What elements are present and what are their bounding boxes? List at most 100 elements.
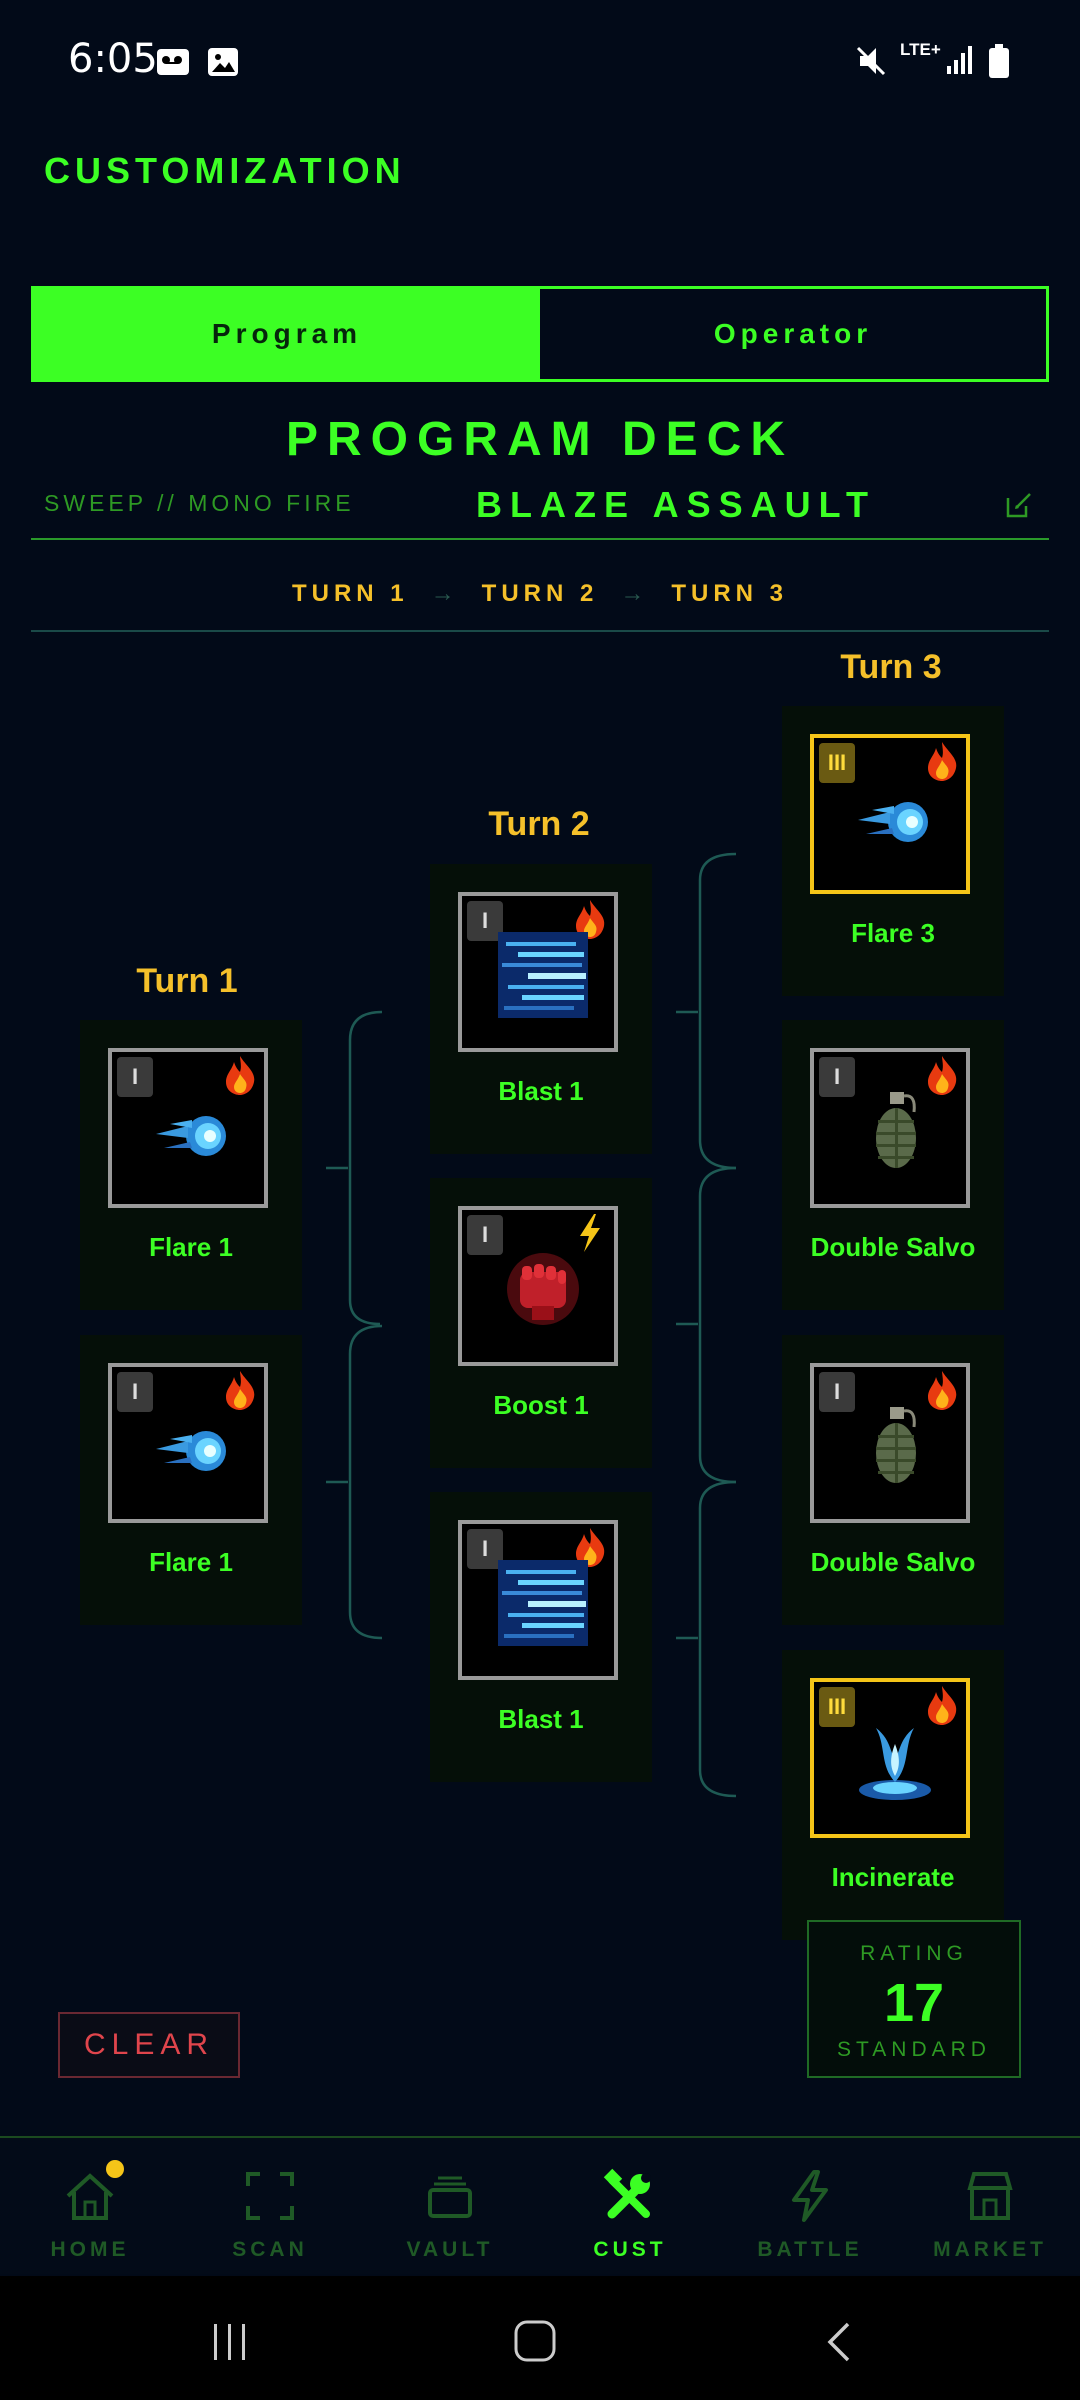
nav-label: VAULT [406,2238,494,2261]
nav-scan[interactable]: SCAN [180,2138,360,2276]
arrow-icon: → [430,580,460,607]
lightning-icon [792,2170,828,2222]
fire-icon [226,1056,255,1095]
tools-icon [603,2168,651,2219]
turn-flow-2: TURN 2 [481,580,599,607]
nav-market[interactable]: MARKET [900,2138,1080,2276]
notification-dot [106,2160,124,2178]
card-frame: I [458,1520,618,1680]
flare-icon [858,802,928,842]
divider [31,630,1049,632]
tab-program[interactable]: Program [34,289,540,379]
recents-icon[interactable] [208,2320,252,2364]
fire-icon [928,742,957,781]
tier-badge: I [819,1372,855,1412]
turn-1-label: Turn 1 [136,962,238,1000]
nav-label: CUST [593,2238,667,2261]
rating-panel: RATING 17 STANDARD [807,1920,1021,2078]
deck-subtitle: SWEEP // MONO FIRE [44,490,355,516]
tier-badge: I [117,1057,153,1097]
tier-badge: III [819,1687,855,1727]
tier-badge: I [467,1215,503,1255]
nav-label: HOME [50,2238,130,2261]
grenade-icon [876,1092,916,1168]
rating-tier: STANDARD [837,2038,991,2061]
status-bar: 6:05 LTE+ [0,0,1080,120]
bottom-nav: HOME SCAN VAULT CUST BATTLE MARKET [0,2136,1080,2274]
battery-icon [989,44,1009,78]
card-name: Double Salvo [810,1232,976,1262]
system-nav-bar [0,2276,1080,2400]
arrow-icon: → [620,580,650,607]
market-icon [967,2172,1013,2220]
card-name: Boost 1 [493,1390,589,1420]
card-frame: III [810,734,970,894]
turn-2-label: Turn 2 [488,805,590,843]
fire-icon [928,1371,957,1410]
card-frame: I [458,892,618,1052]
tier-badge: I [467,1529,503,1569]
fire-icon [928,1056,957,1095]
nav-label: MARKET [933,2238,1047,2261]
program-card[interactable]: I Flare 1 [80,1335,302,1625]
rating-label: RATING [860,1942,968,1965]
program-card[interactable]: I Double Salvo [782,1020,1004,1310]
card-name: Flare 1 [149,1547,233,1577]
flare-icon [156,1431,226,1471]
nav-vault[interactable]: VAULT [360,2138,540,2276]
scan-icon [246,2172,294,2220]
fire-icon [928,1686,957,1725]
program-card[interactable]: III Incinerate [782,1650,1004,1940]
tier-badge: I [467,901,503,941]
nav-label: BATTLE [757,2238,863,2261]
card-name: Flare 3 [851,918,935,948]
rating-value: 17 [883,1973,945,2033]
card-frame: I [458,1206,618,1366]
program-card[interactable]: I Flare 1 [80,1020,302,1310]
home-button-icon[interactable] [512,2318,558,2364]
incinerate-icon [859,1728,931,1800]
fist-icon [507,1253,579,1325]
signal-icon [947,46,972,74]
deck-name: BLAZE ASSAULT [476,484,876,525]
card-frame: I [810,1363,970,1523]
deck-heading: PROGRAM DECK [285,413,794,466]
nav-cust[interactable]: CUST [540,2138,720,2276]
card-frame: I [108,1048,268,1208]
nav-battle[interactable]: BATTLE [720,2138,900,2276]
blast-icon [498,932,588,1018]
turn-3-label: Turn 3 [840,648,942,686]
program-card[interactable]: I Blast 1 [430,864,652,1154]
card-frame: I [108,1363,268,1523]
flare-icon [156,1116,226,1156]
program-card[interactable]: III Flare 3 [782,706,1004,996]
nav-label: SCAN [232,2238,308,2261]
gallery-icon [208,48,238,76]
tier-badge: I [819,1057,855,1097]
card-name: Blast 1 [498,1076,584,1106]
fire-icon [226,1371,255,1410]
tab-bar: Program Operator [31,286,1049,382]
blast-icon [498,1560,588,1646]
grenade-icon [876,1407,916,1483]
vault-icon [428,2176,472,2218]
status-time: 6:05 [68,36,158,82]
program-card[interactable]: I Double Salvo [782,1335,1004,1625]
card-frame: I [810,1048,970,1208]
back-icon[interactable] [824,2320,854,2364]
nav-home[interactable]: HOME [0,2138,180,2276]
program-card[interactable]: I Boost 1 [430,1178,652,1468]
tab-operator[interactable]: Operator [540,289,1046,379]
page-title: CUSTOMIZATION [44,150,406,191]
program-card[interactable]: I Blast 1 [430,1492,652,1782]
card-name: Flare 1 [149,1232,233,1262]
home-icon [66,2173,114,2220]
clear-button[interactable]: CLEAR [58,2012,240,2078]
card-name: Blast 1 [498,1704,584,1734]
voicemail-icon [157,49,189,75]
lightning-icon [580,1214,600,1252]
tier-badge: I [117,1372,153,1412]
edit-icon[interactable] [1004,490,1034,520]
tier-badge: III [819,743,855,783]
